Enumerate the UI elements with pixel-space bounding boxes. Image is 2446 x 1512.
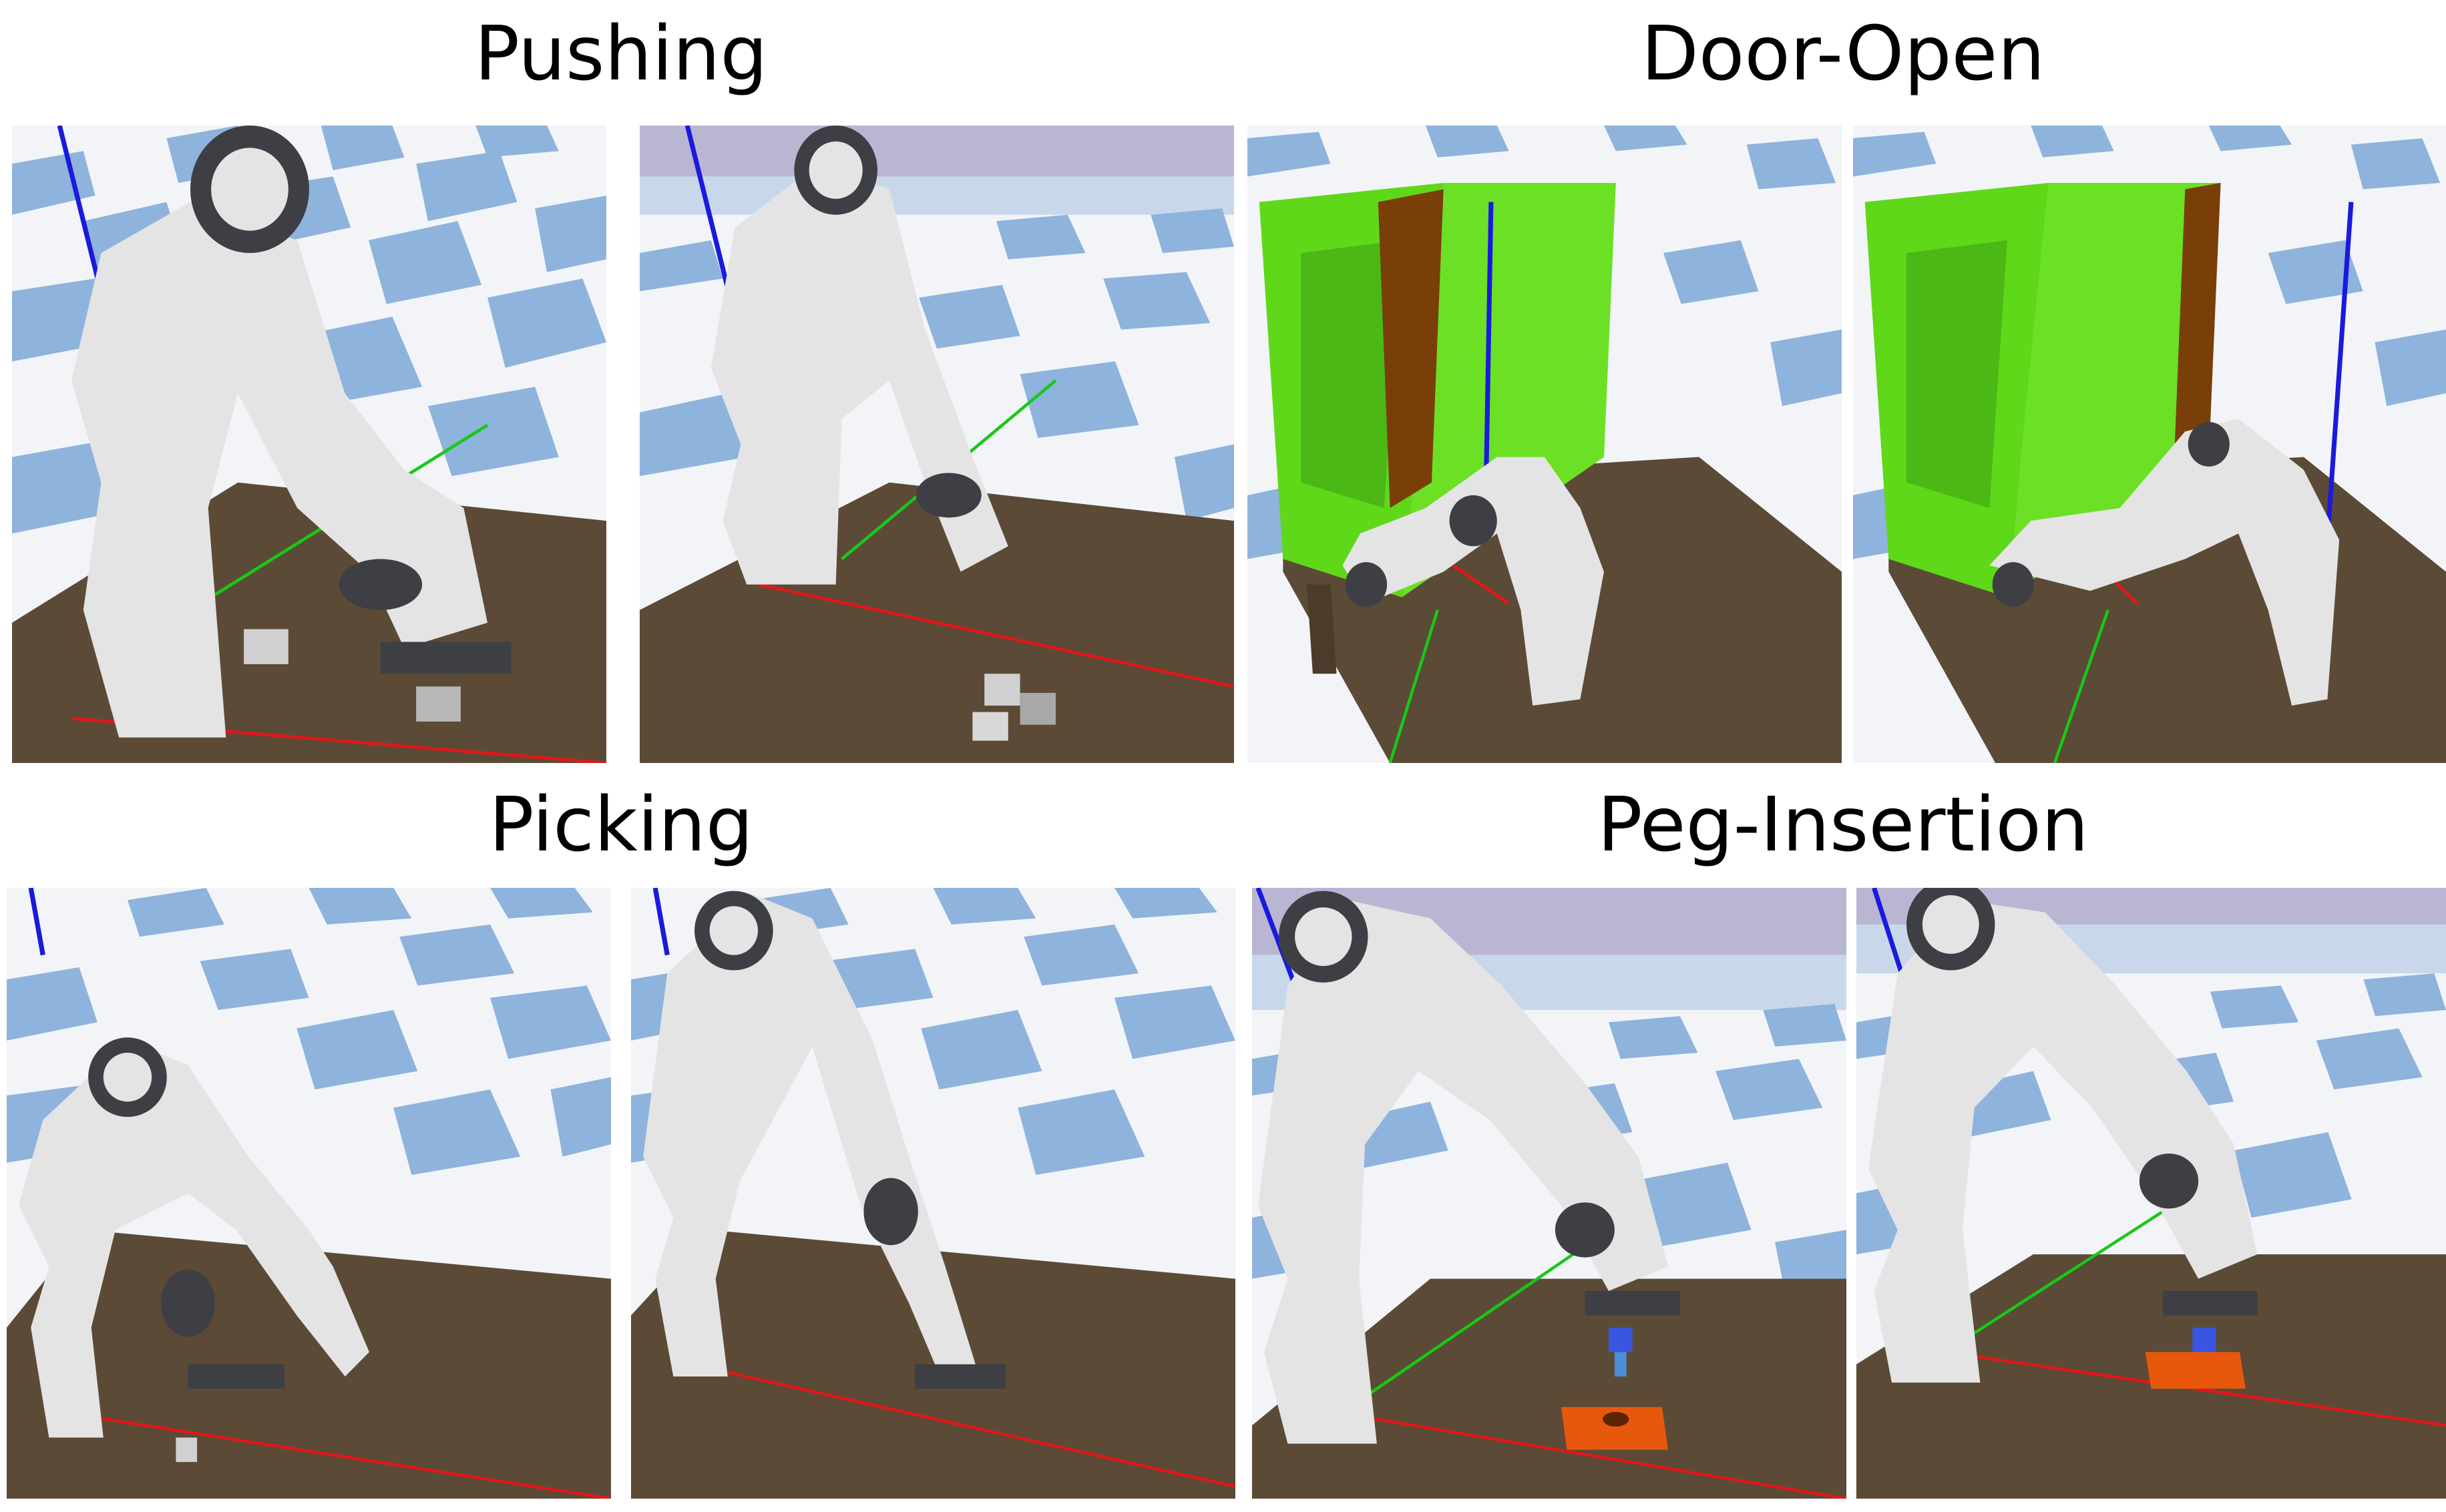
title-peg-insertion: Peg-Insertion [1597, 782, 2089, 868]
pushing-frame-1 [12, 125, 606, 763]
title-picking: Picking [489, 782, 753, 868]
door-open-frame-1 [1247, 125, 1842, 763]
peg-insertion-frame-1 [1252, 888, 1846, 1499]
title-pushing: Pushing [474, 11, 768, 97]
door-open-frame-2 [1853, 125, 2446, 763]
peg-insertion-frame-2 [1856, 888, 2446, 1499]
pushing-frame-2 [640, 125, 1234, 763]
picking-frame-2 [631, 888, 1235, 1499]
picking-frame-1 [7, 888, 611, 1499]
title-door-open: Door-Open [1641, 11, 2045, 97]
